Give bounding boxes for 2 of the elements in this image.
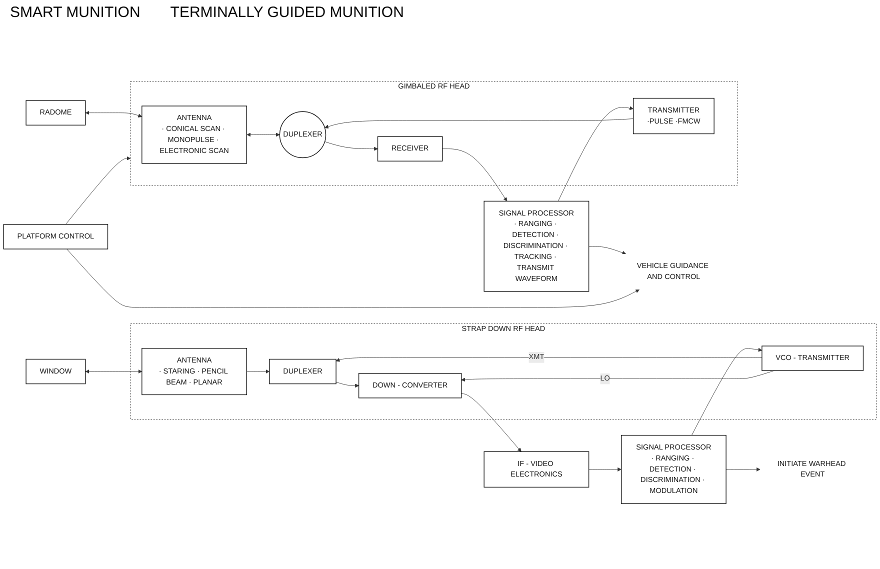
section-heading: TERMINALLY GUIDED MUNITION <box>170 4 404 21</box>
section-heading: SMART MUNITION <box>10 4 140 21</box>
